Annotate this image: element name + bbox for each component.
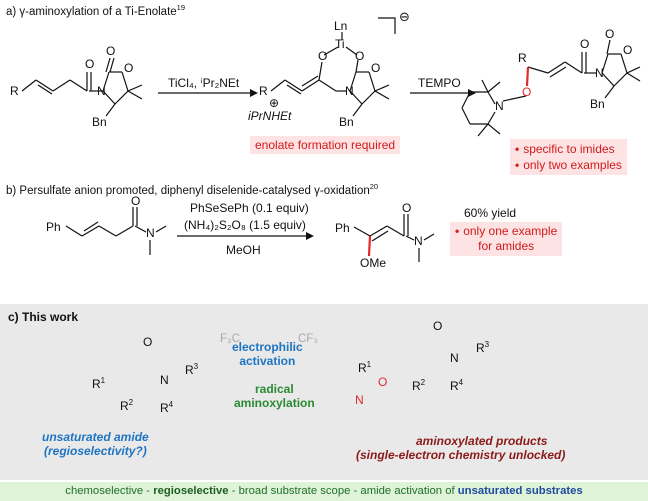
arrow-a2 — [410, 89, 476, 97]
c-substrate-r4: R4 — [160, 400, 174, 415]
b-product-n: N — [414, 234, 423, 248]
a-substrate-o2: O — [106, 44, 116, 58]
a-enolate-plus: ⊕ — [269, 96, 280, 110]
c-product-o-red: O — [378, 375, 388, 389]
note-limitations-b: •only one example for amides — [450, 222, 563, 256]
c-substrate-o: O — [143, 335, 153, 349]
a-enolate-r: R — [259, 84, 268, 98]
substrate-a-bonds — [21, 57, 143, 117]
c-substrate-r3: R3 — [185, 362, 199, 377]
b-substrate-n: N — [146, 226, 155, 240]
b-product-ome: OMe — [360, 256, 387, 270]
a-product-n: N — [595, 66, 604, 80]
a-enolate-ti: Ti — [335, 37, 345, 51]
a-product-o1: O — [580, 37, 590, 51]
arrow-label-bottom: radical aminoxylation — [234, 382, 315, 410]
arrow-b — [177, 232, 314, 240]
b-yield: 60% yield — [464, 206, 517, 220]
enolate-bonds — [270, 17, 396, 117]
substrate-label: unsaturated amide (regioselectivity?) — [42, 430, 149, 458]
b-product-ph: Ph — [335, 221, 350, 235]
substrate-b-bonds — [65, 207, 167, 255]
note-b-line-2: for amides — [478, 239, 535, 253]
a-enolate-bn: Bn — [339, 115, 354, 129]
a-substrate-n: N — [97, 84, 106, 98]
a-substrate-r: R — [10, 84, 19, 98]
note-line-2: •only two examples — [515, 158, 622, 172]
c-product-o: O — [433, 319, 443, 333]
panel-c-background — [0, 304, 648, 480]
faint-f3c: F₃C — [220, 333, 241, 345]
b-reagent-2: (NH₄)₂S₂O₈ (1.5 equiv) — [184, 218, 306, 232]
panel-b-title: b) Persulfate anion promoted, diphenyl d… — [6, 182, 379, 197]
a-enolate-charge: ⊖ — [399, 9, 410, 24]
b-reagent-1: PhSeSePh (0.1 equiv) — [190, 201, 309, 215]
a-substrate-o1: O — [85, 57, 95, 71]
product-b-bonds — [353, 214, 435, 262]
note-limitations-a: •specific to imides •only two examples — [510, 139, 627, 175]
c-product-r1: R1 — [358, 360, 372, 375]
note-b-line-1: •only one example — [455, 224, 558, 238]
arrow-label-top: electrophilic activation — [232, 340, 303, 368]
a-enolate-ipr: iPrNHEt — [248, 109, 292, 123]
c-substrate-r2: R2 — [120, 398, 134, 413]
b-substrate-o: O — [131, 194, 141, 208]
a-product-bn: Bn — [590, 97, 605, 111]
a-enolate-ln: Ln — [334, 19, 348, 33]
panel-c-title: c) This work — [8, 310, 79, 324]
a-product-o3: O — [623, 43, 633, 57]
b-solvent: MeOH — [226, 243, 261, 257]
a-tempo-reagent: TEMPO — [418, 76, 461, 90]
faint-cf3: CF₃ — [298, 333, 319, 345]
note-line-1: •specific to imides — [515, 142, 615, 156]
a-reagents: TiCl₄, ⁱPr₂NEt — [168, 76, 240, 90]
c-substrate-n: N — [160, 373, 169, 387]
arrow-a1 — [158, 89, 258, 97]
c-product-r2: R2 — [412, 378, 426, 393]
c-product-n-tempo: N — [355, 393, 364, 407]
a-enolate-o2: O — [355, 49, 365, 63]
a-substrate-o3: O — [124, 61, 134, 75]
a-enolate-o1: O — [318, 49, 328, 63]
c-product-r3: R3 — [476, 340, 490, 355]
a-product-o-red: O — [522, 85, 532, 99]
product-label: aminoxylated products (single-electron c… — [356, 434, 566, 462]
summary-footer: chemoselective - regioselective - broad … — [0, 482, 648, 501]
c-product-r4: R4 — [450, 378, 464, 393]
a-product-r: R — [518, 51, 527, 65]
c-substrate-r1: R1 — [92, 376, 106, 391]
a-product-o2: O — [605, 27, 615, 41]
note-enolate-required: enolate formation required — [250, 136, 401, 154]
panel-a-title: a) γ-aminoxylation of a Ti-Enolate19 — [6, 3, 186, 18]
c-product-n: N — [450, 351, 459, 365]
product-a-bonds — [461, 39, 641, 137]
b-substrate-ph: Ph — [46, 220, 61, 234]
a-enolate-o3: O — [371, 61, 381, 75]
a-product-n-tempo: N — [495, 99, 504, 113]
a-substrate-bn: Bn — [92, 115, 107, 129]
a-enolate-n: N — [345, 84, 354, 98]
b-product-o: O — [402, 201, 412, 215]
